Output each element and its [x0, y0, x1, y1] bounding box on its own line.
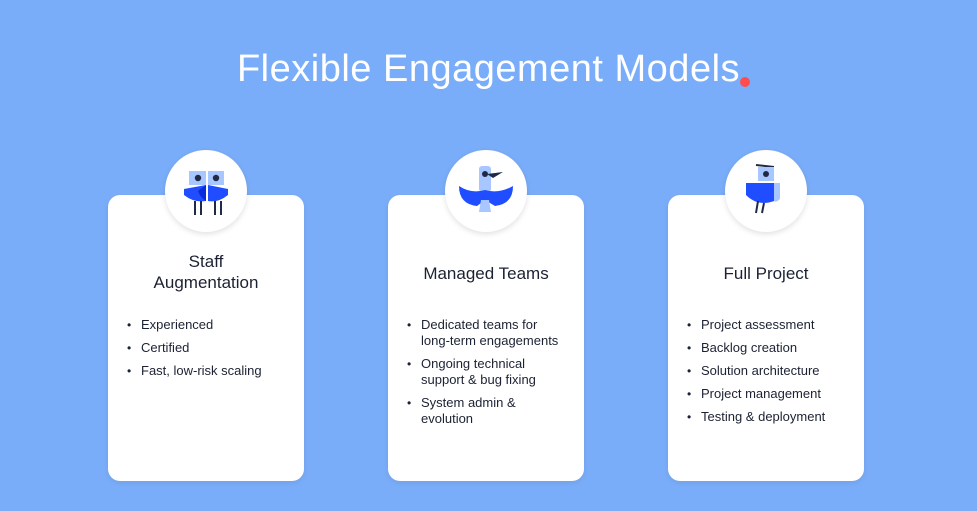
card-title: Staff Augmentation [108, 251, 304, 293]
card-title: Full Project [723, 264, 809, 283]
list-item: System admin &evolution [407, 395, 574, 427]
bird-perched-icon [725, 150, 807, 232]
list-item: Project assessment [687, 317, 854, 333]
list-item: Backlog creation [687, 340, 854, 356]
card-title: Managed Teams [423, 264, 549, 283]
feature-list: Project assessment Backlog creation Solu… [687, 317, 854, 432]
card-title-line: Staff [188, 252, 224, 271]
list-item: Fast, low-risk scaling [127, 363, 294, 379]
card-title-line: Augmentation [153, 273, 259, 292]
card-managed-teams: Managed Teams Dedicated teams forlong-te… [388, 195, 584, 481]
list-item: Project management [687, 386, 854, 402]
bird-wings-spread-icon [445, 150, 527, 232]
feature-list: Experienced Certified Fast, low-risk sca… [127, 317, 294, 386]
list-item: Certified [127, 340, 294, 356]
accent-dot [740, 77, 750, 87]
list-item: Solution architecture [687, 363, 854, 379]
list-item: Experienced [127, 317, 294, 333]
list-item: Testing & deployment [687, 409, 854, 425]
page-title: Flexible Engagement Models [236, 48, 741, 90]
card-staff-augmentation: Staff Augmentation Experienced Certified… [108, 195, 304, 481]
card-full-project: Full Project Project assessment Backlog … [668, 195, 864, 481]
two-birds-icon [165, 150, 247, 232]
